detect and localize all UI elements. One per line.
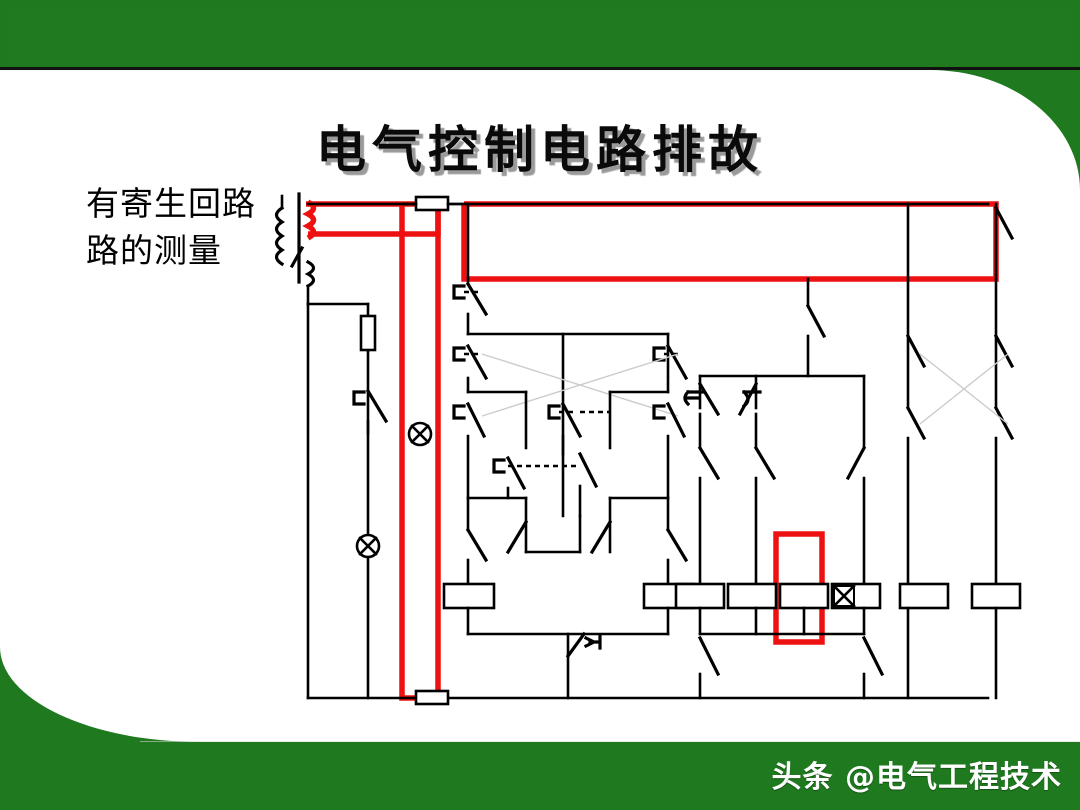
coil-right-1 bbox=[674, 582, 726, 610]
contact-row4-left bbox=[492, 455, 578, 500]
control-group-left bbox=[442, 202, 696, 700]
coil-left-1 bbox=[442, 582, 496, 610]
lamp-red-probe bbox=[407, 421, 433, 447]
contact-bottom-right-2 bbox=[861, 635, 885, 700]
fuse-bottom bbox=[414, 689, 450, 706]
contact-bottom-right-1 bbox=[697, 635, 721, 700]
bottom-bus bbox=[306, 689, 990, 706]
contact-bottom-interlock-left bbox=[565, 631, 602, 700]
contact-row5-left bbox=[505, 519, 529, 555]
watermark-text: 头条 @电气工程技术 bbox=[771, 760, 1062, 795]
control-group-right bbox=[674, 202, 1022, 700]
caption-block: 有寄生回路 路的测量 bbox=[86, 180, 286, 274]
contact-left-branch bbox=[352, 388, 389, 435]
contact-row3-right bbox=[652, 401, 687, 500]
pushbutton-start bbox=[737, 381, 762, 417]
pushbutton-stop bbox=[683, 381, 721, 417]
contact-row5-right bbox=[589, 519, 613, 555]
header-band bbox=[0, 0, 1080, 70]
caption-line-2: 路的测量 bbox=[86, 231, 222, 270]
red-path-left-probe bbox=[399, 204, 438, 701]
contact-interlock-far-right bbox=[905, 333, 1015, 586]
contact-above-coil-right bbox=[665, 527, 689, 586]
page-title: 电气控制电路排故 bbox=[316, 121, 764, 179]
header-inner-band bbox=[8, 6, 1072, 64]
red-highlight-top-bus bbox=[461, 201, 999, 282]
fuse-top bbox=[414, 195, 450, 212]
contact-right-lower-3 bbox=[845, 445, 867, 586]
top-bus bbox=[306, 195, 990, 212]
contact-row3-center bbox=[547, 401, 610, 456]
footer-band bbox=[0, 742, 1080, 810]
contact-nc-2-right bbox=[652, 343, 689, 394]
contact-right-lower-2 bbox=[753, 445, 777, 586]
contact-right-top bbox=[805, 303, 827, 378]
transformer-symbol bbox=[274, 192, 317, 306]
contact-row4-right bbox=[577, 451, 599, 518]
contact-nc-2-left bbox=[452, 343, 489, 394]
coil-right-3 bbox=[778, 582, 830, 610]
lamp-left-branch bbox=[355, 533, 381, 559]
circuit-schematic: .w { stroke:#000; stroke-width:2.6; fill… bbox=[274, 192, 1022, 706]
left-indicator-branch bbox=[306, 302, 433, 700]
caption-line-1: 有寄生回路 bbox=[86, 184, 256, 223]
coil-right-6 bbox=[970, 582, 1022, 610]
contact-nc-1 bbox=[452, 281, 489, 336]
contact-right-lower-1 bbox=[697, 445, 721, 586]
contact-above-coil-left bbox=[465, 527, 489, 586]
contact-right-far-top bbox=[993, 205, 1015, 241]
contact-row3-left bbox=[452, 401, 487, 500]
coil-right-2 bbox=[726, 582, 778, 610]
coil-right-4-faulty bbox=[830, 582, 882, 610]
content-panel bbox=[0, 70, 1080, 742]
coil-right-5 bbox=[898, 582, 950, 610]
fuse-left-branch bbox=[359, 314, 377, 352]
